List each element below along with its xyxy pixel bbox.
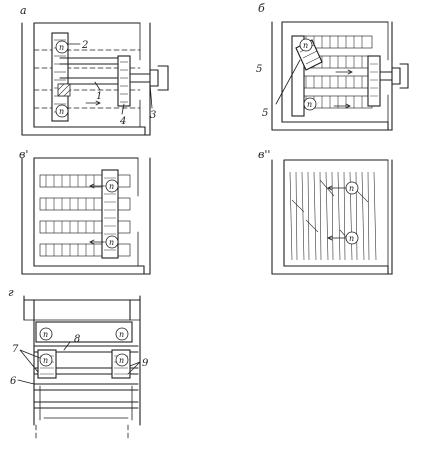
panel-a-carriage-left <box>51 32 69 122</box>
panel-g-callout-9: 9 <box>142 358 149 369</box>
panel-b-letter: б <box>258 2 265 15</box>
panel-g-sensor-3 <box>39 353 53 367</box>
panel-a-drive-shaft <box>129 65 169 91</box>
svg-text:n: n <box>43 330 48 339</box>
panel-g-sensor-1 <box>39 327 53 341</box>
svg-text:n: n <box>109 182 114 191</box>
panel-g-sensor-4 <box>115 353 129 367</box>
panel-v1-sensor-bottom <box>105 235 119 249</box>
panel-a-callout-3: 3 <box>150 110 156 121</box>
svg-text:n: n <box>43 356 48 365</box>
panel-b: б n n 5 5 <box>256 2 409 131</box>
svg-text:n: n <box>307 100 312 109</box>
panel-v2-walls <box>271 159 393 275</box>
panel-a-letter: а <box>20 4 27 17</box>
panel-v2: в'' n n <box>258 148 393 275</box>
panel-v1-sensor-top <box>105 179 119 193</box>
svg-text:n: n <box>119 330 124 339</box>
svg-text:n: n <box>59 107 64 116</box>
panel-g-callout-8: 8 <box>74 334 80 345</box>
panel-a-callout-4: 4 <box>119 116 126 127</box>
svg-text:n: n <box>119 356 124 365</box>
panel-v1-letter: в' <box>19 148 28 161</box>
svg-text:n: n <box>303 41 308 50</box>
panel-g-callout-6: 6 <box>10 376 17 387</box>
panel-a-sensor-top <box>55 40 69 54</box>
panel-g-top-frame <box>35 321 133 343</box>
panel-b-walls <box>271 21 393 131</box>
svg-text:n: n <box>59 43 64 52</box>
panel-g-sensor-2 <box>115 327 129 341</box>
panel-v2-field <box>289 171 377 261</box>
panel-g-beams <box>33 345 139 409</box>
panel-a-callout-2: 2 <box>81 40 88 51</box>
svg-text:n: n <box>349 184 354 193</box>
panel-g-callout-7: 7 <box>12 344 19 355</box>
svg-text:n: n <box>349 234 354 243</box>
panel-b-callout-5-bottom: 5 <box>262 108 268 119</box>
panel-a: а n <box>20 4 169 136</box>
panel-b-sensor-top <box>299 38 313 52</box>
panel-a-drive-block <box>117 55 131 107</box>
panel-v1-rows <box>39 174 131 257</box>
panel-a-callout-1: 1 <box>96 91 102 102</box>
panel-a-motion-arrow <box>85 100 101 106</box>
svg-text:n: n <box>109 238 114 247</box>
panel-a-walls <box>21 22 151 136</box>
panel-g: г n n n n 7 8 9 6 <box>8 286 149 441</box>
panel-v2-letter: в'' <box>258 148 270 161</box>
panel-a-sensor-bottom <box>55 104 69 118</box>
panel-b-sensor-bottom <box>303 97 317 111</box>
panel-a-beam <box>59 77 127 85</box>
panel-b-callout-5-side: 5 <box>256 64 262 75</box>
panel-v1-walls <box>21 157 151 275</box>
panel-g-letter: г <box>8 286 14 299</box>
panel-v1: в' n n <box>19 148 151 275</box>
